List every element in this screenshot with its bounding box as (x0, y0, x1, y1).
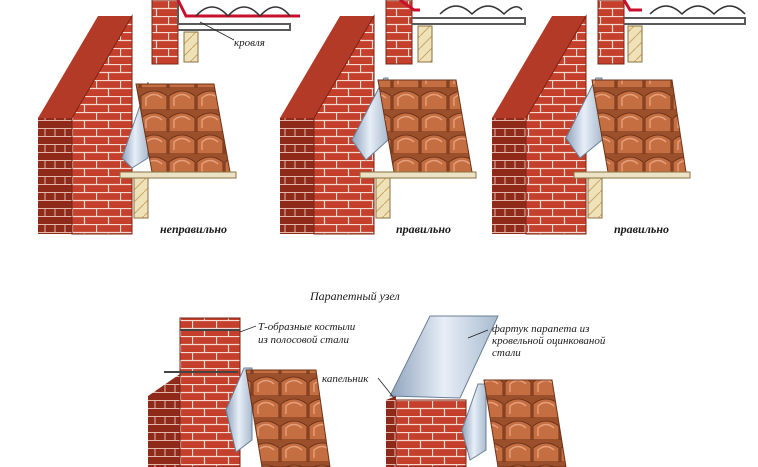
apron-label-1: фартук парапета из (492, 323, 589, 335)
wall-side-3 (492, 92, 526, 234)
bracket-label-2: из полосовой стали (258, 334, 349, 346)
wood-beam-3 (627, 25, 643, 63)
wood-beam-2 (417, 25, 433, 63)
roof-deck (119, 171, 237, 179)
wall-front-3 (525, 14, 587, 235)
caption-right-1: правильно (396, 222, 451, 236)
flashing-red (176, 0, 300, 18)
roof-tiles-parapet-2 (483, 379, 567, 467)
detail-wrong: неправильно (38, 14, 237, 236)
leader-apron (467, 329, 489, 339)
wall-top-detail (151, 0, 179, 65)
flashing-red-2 (399, 0, 420, 12)
parapet-front-2 (395, 399, 467, 467)
roof-line-3 (624, 17, 746, 25)
wall-top-detail-2 (385, 0, 413, 65)
detail-right-1: правильно (280, 14, 477, 236)
detail-top-middle (385, 0, 526, 65)
roof-tiles-2 (377, 79, 473, 173)
bracket-label-1: Т-образные костыли (258, 321, 356, 333)
leader-roof (199, 21, 235, 41)
wall-side-2 (280, 92, 314, 234)
rafter-3 (587, 177, 603, 219)
wall-top (38, 16, 132, 118)
metal-flashing-parapet-2 (461, 383, 487, 461)
roof-tiles-3 (591, 79, 687, 173)
roof-line-2 (412, 17, 526, 25)
leader-drip (377, 377, 395, 399)
wall-top-3 (492, 16, 586, 118)
caption-right-2: правильно (614, 222, 669, 236)
wall-top-2 (280, 16, 374, 118)
roof-deck-3 (573, 171, 691, 179)
apron-label-2: кровельной оцинкованой (492, 335, 606, 347)
parapet-front (179, 317, 241, 467)
detail-right-2: правильно (492, 14, 691, 236)
wall-top-detail-3 (597, 0, 625, 65)
parapet-side-2 (386, 396, 396, 467)
apron-label-3: стали (492, 347, 521, 359)
wall-front (71, 14, 133, 235)
wall-front-2 (313, 14, 375, 235)
caption-wrong: неправильно (160, 222, 227, 236)
parapet-side (148, 374, 180, 467)
drip-edge-label: капельник (322, 373, 369, 385)
parapet-detail-left: Т-образные костыли из полосовой стали (148, 317, 356, 467)
flashing-red-3 (622, 0, 642, 12)
wall-side (38, 92, 72, 234)
rafter-2 (375, 177, 391, 219)
tile-arcs-2 (439, 5, 523, 16)
detail-top-left: кровля (151, 0, 300, 65)
roof-label: кровля (234, 37, 265, 49)
parapet-detail-right: капельник фартук парапета из кровельной … (322, 315, 606, 467)
roof-tiles-parapet (245, 369, 331, 467)
tile-arcs (195, 6, 291, 18)
wood-beam (183, 31, 199, 63)
roof-deck-2 (359, 171, 477, 179)
parapet-title: Парапетный узел (309, 289, 400, 303)
tile-arcs-3 (649, 5, 746, 16)
roof-line (177, 0, 291, 31)
rafter (133, 177, 149, 219)
leader-bracket (239, 325, 257, 333)
detail-top-right (597, 0, 746, 65)
roof-tiles (135, 83, 231, 173)
